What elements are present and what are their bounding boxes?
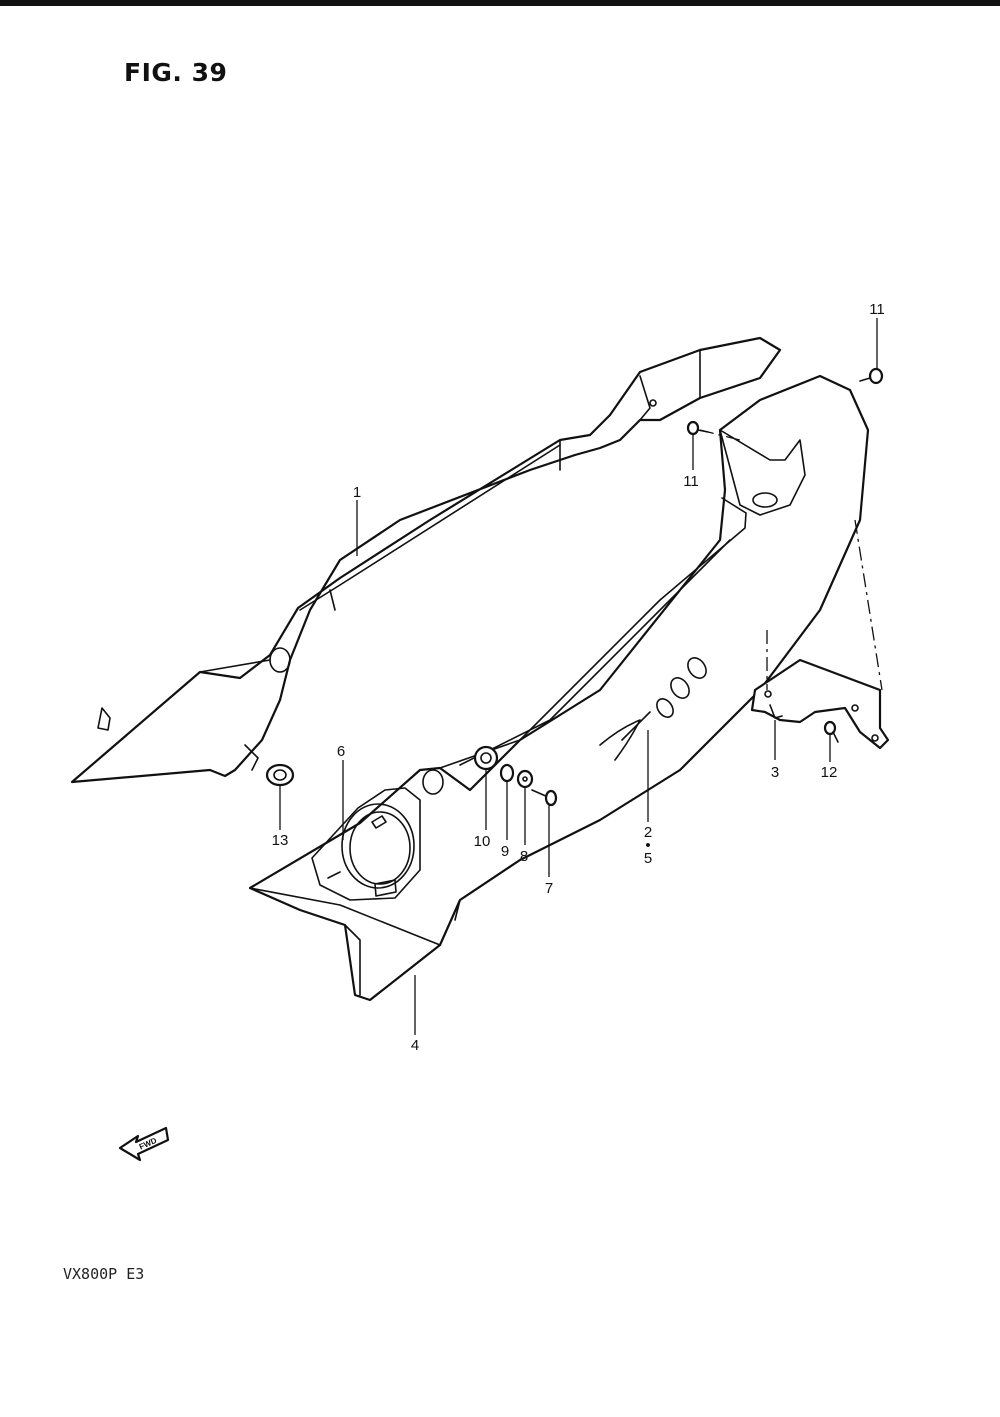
callout-7: 7 bbox=[545, 880, 553, 897]
rear-bracket bbox=[750, 658, 890, 750]
seat-rail-cover bbox=[70, 336, 782, 784]
callout-2-dot: • bbox=[645, 837, 650, 854]
callout-8: 8 bbox=[520, 848, 528, 865]
figure-title: FIG. 39 bbox=[124, 58, 228, 87]
callout-3: 3 bbox=[771, 764, 779, 781]
model-code: VX800P E3 bbox=[63, 1265, 145, 1283]
callout-5: 5 bbox=[644, 850, 652, 867]
leader-lines bbox=[279, 318, 883, 1035]
callout-11-top: 11 bbox=[869, 301, 885, 318]
callout-4: 4 bbox=[411, 1037, 419, 1054]
callout-2: 2 bbox=[644, 824, 652, 841]
callout-6: 6 bbox=[337, 743, 345, 760]
hardware-parts bbox=[265, 367, 884, 807]
callout-11-lower: 11 bbox=[683, 473, 699, 490]
forward-direction-arrow: FWD bbox=[118, 1126, 170, 1162]
vx800-decal-logo bbox=[599, 657, 707, 761]
top-border bbox=[0, 0, 1000, 6]
callout-12: 12 bbox=[821, 764, 838, 781]
key-lock-panel bbox=[311, 787, 421, 901]
tail-cowl bbox=[248, 374, 870, 1002]
callout-labels: 1 2 • 5 3 4 6 7 8 9 10 11 11 12 13 bbox=[272, 301, 885, 1054]
callout-10: 10 bbox=[474, 833, 491, 850]
callout-1: 1 bbox=[353, 484, 361, 501]
callout-13: 13 bbox=[272, 832, 289, 849]
callout-9: 9 bbox=[501, 843, 509, 860]
